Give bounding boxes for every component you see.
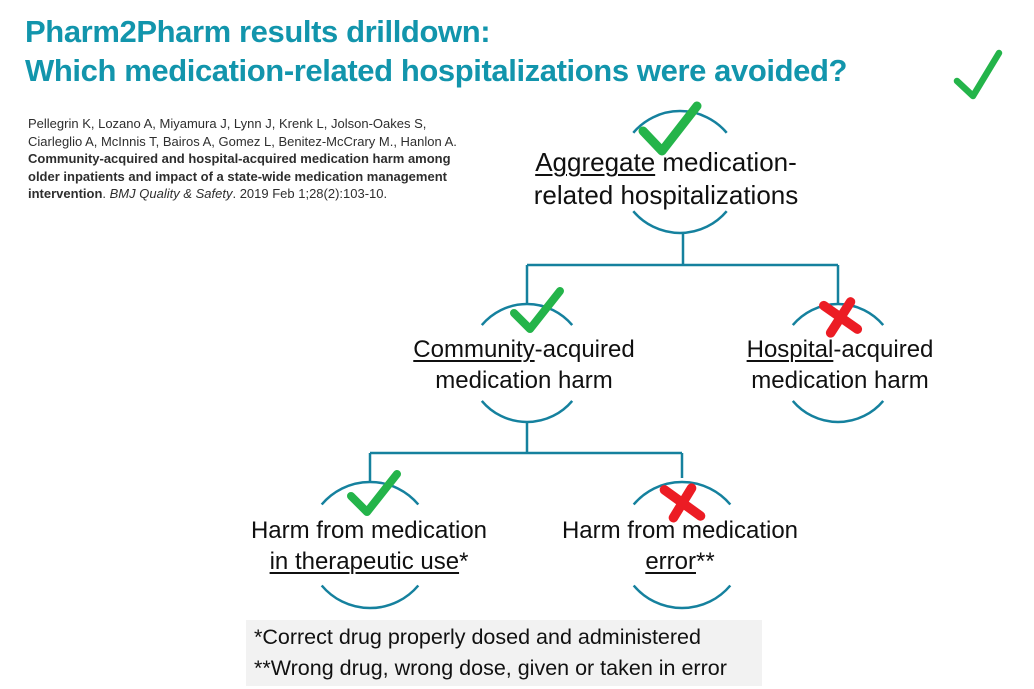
label-text: medication- (655, 147, 797, 177)
citation-journal: BMJ Quality & Safety (109, 186, 233, 201)
title-check-icon (953, 49, 1003, 100)
node-error-label: Harm from medication error** (530, 515, 830, 577)
label-text: ** (695, 548, 715, 575)
footnotes-box: *Correct drug properly dosed and adminis… (246, 620, 762, 686)
footnote-line1: *Correct drug properly dosed and adminis… (254, 625, 701, 649)
citation-authors-line2: Ciarleglio A, McInnis T, Bairos A, Gomez… (28, 133, 457, 149)
label-line: error** (530, 546, 830, 577)
label-line: Aggregate medication- (496, 146, 836, 179)
citation-pub-info: . 2019 Feb 1;28(2):103-10. (232, 186, 388, 201)
label-line: in therapeutic use* (219, 546, 519, 577)
underlined-text: Community (413, 336, 535, 363)
hospital-cross-icon (819, 297, 863, 338)
label-line: Hospital-acquired (690, 334, 990, 365)
underlined-text: error (645, 548, 696, 575)
node-community-label: Community-acquired medication harm (374, 334, 674, 396)
node-aggregate-label: Aggregate medication- related hospitaliz… (496, 146, 836, 212)
citation-title-line3: intervention (28, 186, 103, 201)
label-line: Harm from medication (561, 517, 799, 544)
label-line: Community-acquired (374, 334, 674, 365)
underlined-text: Aggregate (535, 147, 656, 177)
citation-period: . (102, 186, 110, 201)
label-line: Harm from medication (250, 517, 488, 544)
aggregate-check-icon (638, 101, 702, 156)
citation-block: Pellegrin K, Lozano A, Miyamura J, Lynn … (28, 115, 488, 203)
label-line: medication harm (435, 367, 613, 394)
label-text: -acquired (534, 336, 635, 363)
label-line: related hospitalizations (533, 180, 799, 210)
slide-title-line2: Which medication-related hospitalization… (25, 53, 848, 88)
therapeutic-check-icon (347, 470, 401, 516)
label-text: * (459, 548, 469, 575)
citation-last-line: intervention. BMJ Quality & Safety. 2019… (28, 185, 488, 203)
citation-title-line1: Community-acquired and hospital-acquired… (28, 151, 451, 166)
label-text: -acquired (833, 336, 934, 363)
community-check-icon (510, 287, 564, 333)
slide-title-line1: Pharm2Pharm results drilldown: (25, 14, 491, 49)
node-hospital-label: Hospital-acquired medication harm (690, 334, 990, 396)
citation-title-line2: older inpatients and impact of a state-w… (28, 168, 447, 184)
footnote-line2: **Wrong drug, wrong dose, given or taken… (254, 656, 727, 680)
citation-authors-line1: Pellegrin K, Lozano A, Miyamura J, Lynn … (28, 116, 427, 131)
label-line: medication harm (751, 367, 929, 394)
underlined-text: in therapeutic use (269, 548, 460, 575)
node-therapeutic-label: Harm from medication in therapeutic use* (219, 515, 519, 577)
underlined-text: Hospital (746, 336, 834, 363)
